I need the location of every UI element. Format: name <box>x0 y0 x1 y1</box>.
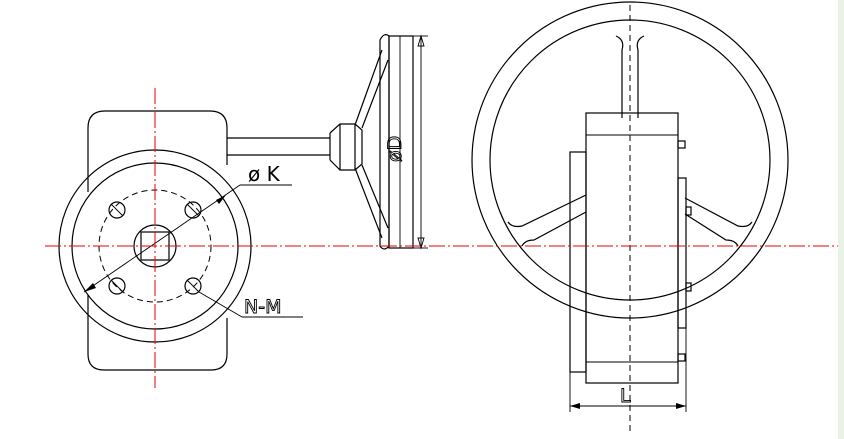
front-view: øD ø K N-M <box>58 34 428 388</box>
cover-screws <box>677 140 692 362</box>
bolt-hole <box>108 201 126 219</box>
page-edge-strip <box>838 0 844 439</box>
gearbox-housing <box>87 110 228 371</box>
dimension-k: ø K <box>83 162 292 293</box>
side-view: L <box>471 1 789 432</box>
length-l-label: L <box>620 385 631 407</box>
gearbox-body <box>585 112 679 384</box>
diameter-d-label: øD <box>384 136 406 162</box>
bolt-hole <box>108 277 126 295</box>
handwheel-spoke-right <box>684 197 753 247</box>
handwheel-hub <box>329 123 363 171</box>
side-cover <box>677 177 687 329</box>
bolt-hole <box>184 277 202 295</box>
handwheel-spoke-left <box>507 194 587 247</box>
dimension-l: L <box>569 328 687 412</box>
mounting-flange <box>569 151 587 373</box>
dimension-d: øD <box>384 34 428 250</box>
diameter-k-label: ø K <box>248 162 281 186</box>
handwheel-spoke-top <box>615 35 645 118</box>
bolt-spec-label: N-M <box>244 296 281 318</box>
input-shaft <box>227 137 330 156</box>
dimension-nm: N-M <box>198 291 303 318</box>
